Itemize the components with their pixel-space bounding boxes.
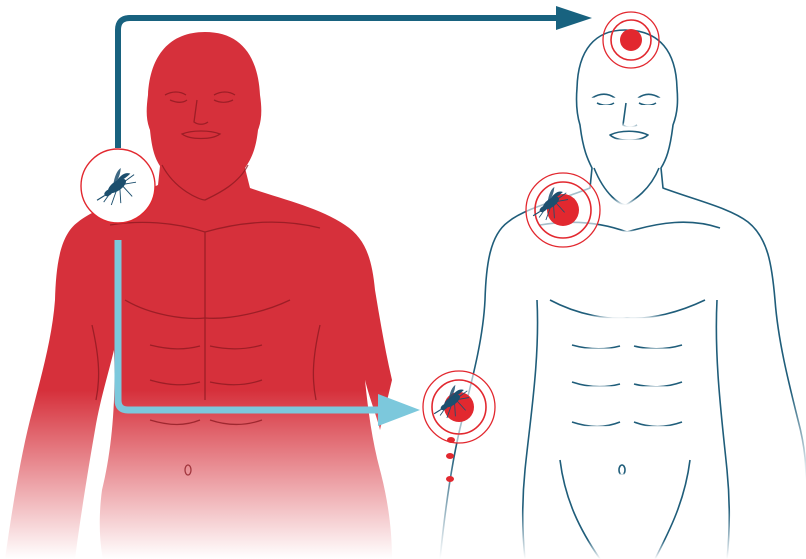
arm-bite-marker [423,371,495,482]
shoulder-bite-marker [526,173,600,247]
infected-human-figure [5,32,392,559]
arrow-icon [556,6,592,30]
head-target-marker [603,12,659,68]
target-ring-icon [620,29,642,51]
source-bite-marker [81,149,155,223]
uninfected-human-figure [440,30,806,559]
